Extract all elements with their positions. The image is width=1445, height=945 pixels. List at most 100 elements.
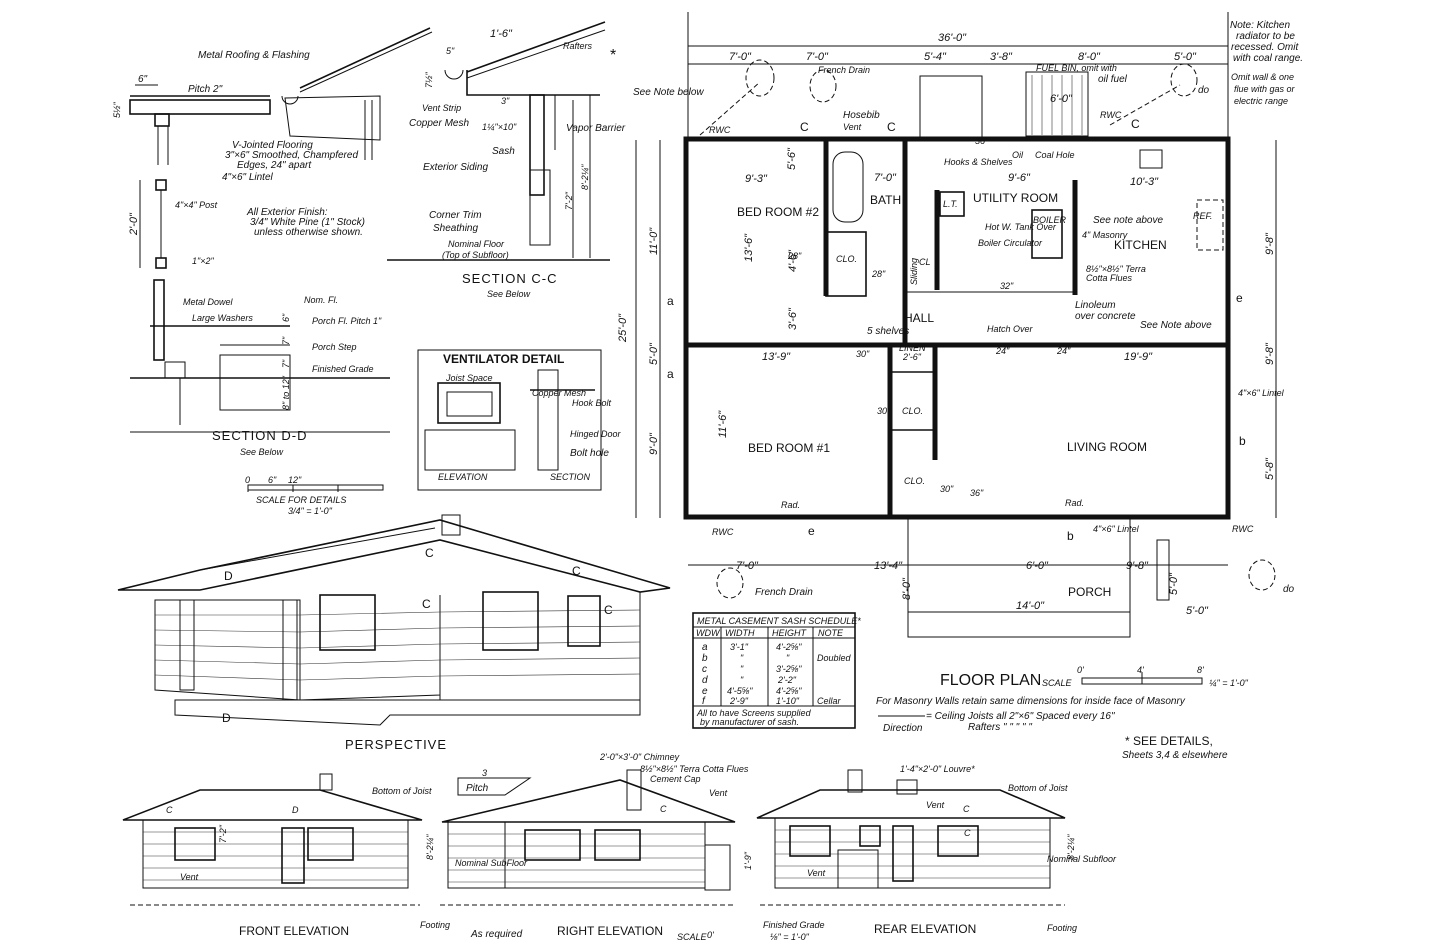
dim-left-2: 5'-0" bbox=[648, 342, 660, 365]
cell: f bbox=[702, 696, 706, 707]
window-mark-a: a bbox=[667, 367, 674, 381]
direction-label: Direction bbox=[883, 723, 923, 734]
dim-left-1: 11'-0" bbox=[648, 227, 660, 255]
window-mark-b: b bbox=[1067, 529, 1074, 543]
footing-label: Footing bbox=[420, 920, 450, 930]
cell: b bbox=[702, 653, 708, 664]
dim-bottom-2: 13'-4" bbox=[874, 560, 903, 572]
dim-kitchen-width: 10'-3" bbox=[1130, 176, 1159, 188]
note-do: do bbox=[1198, 85, 1210, 96]
dim-hall-3-6: 3'-6" bbox=[787, 307, 799, 330]
sash-row-f: f 2'-9" 1'-10" Cellar bbox=[702, 696, 842, 707]
vent-label: Vent bbox=[807, 868, 826, 878]
dim-right-2: 9'-8" bbox=[1264, 342, 1276, 365]
detail-scale-tick-6: 6" bbox=[268, 475, 277, 485]
door-width: 28" bbox=[871, 269, 886, 279]
floor-plan: 36'-0" 7'-0" 7'-0" 5'-4" 3'-8" 8'-0" 5'-… bbox=[617, 12, 1303, 638]
asterisk-mark: * bbox=[610, 47, 616, 64]
sash-row-e: e 4'-5⅝" 4'-2⅝" bbox=[702, 686, 802, 697]
dim-bottom-4: 9'-8" bbox=[1126, 560, 1149, 572]
note-lintel: 4"×6" Lintel bbox=[1093, 524, 1140, 534]
label-lintel: 4"×6" Lintel bbox=[222, 172, 274, 183]
section-cc: 1'-6" 5" Rafters * 7½" Vent Strip Copper… bbox=[387, 21, 626, 299]
dim-top-2: 7'-0" bbox=[806, 51, 829, 63]
finished-grade-label: Finished Grade bbox=[763, 920, 825, 930]
label-porch-pitch: Porch Fl. Pitch 1" bbox=[312, 316, 382, 326]
door-width: 24" bbox=[995, 346, 1010, 356]
dim-living-width: 19'-9" bbox=[1124, 351, 1153, 363]
door-width: 36" bbox=[975, 136, 989, 146]
window-mark-c: C bbox=[1131, 117, 1140, 131]
louvre-note: 1'-4"×2'-0" Louvre* bbox=[900, 764, 975, 774]
closet-3: CLO. bbox=[904, 476, 925, 486]
range-note-1: Omit wall & one bbox=[1231, 72, 1294, 82]
sash-footer-1: All to have Screens supplied bbox=[696, 708, 812, 718]
elev-height: 1'-9" bbox=[743, 851, 753, 870]
cement-cap-note: Cement Cap bbox=[650, 774, 701, 784]
cell: 1'-10" bbox=[776, 696, 800, 706]
label-five-half: 5½" bbox=[112, 101, 122, 118]
label-two-ft: 2'-0" bbox=[128, 212, 140, 236]
cell: 2'-2" bbox=[777, 675, 797, 685]
perspective-mark-c2: C bbox=[572, 564, 581, 578]
door-width: 28" bbox=[787, 251, 802, 261]
label-six-inch: 6" bbox=[138, 74, 148, 85]
vent-label: Vent bbox=[926, 800, 945, 810]
exterior-finish-note-3: unless otherwise shown. bbox=[254, 227, 363, 238]
room-bath: BATH bbox=[870, 193, 901, 207]
dim-overall-depth: 25'-0" bbox=[617, 313, 629, 343]
door-width: 32" bbox=[1000, 281, 1014, 291]
label-seven-2: 7" bbox=[281, 359, 291, 368]
label-pitch: Pitch 2" bbox=[188, 84, 223, 95]
dim-utility-width: 9'-6" bbox=[1008, 172, 1031, 184]
as-required-label: As required bbox=[470, 929, 523, 940]
radiator-label: Rad. bbox=[781, 500, 800, 510]
sash-row-a: a 3'-1" 4'-2⅝" bbox=[702, 642, 802, 653]
nominal-subfloor-2: Nominal Subfloor bbox=[1047, 854, 1117, 864]
range-note-3: electric range bbox=[1234, 96, 1288, 106]
note-flues: 8½"×8½" Terra bbox=[1086, 264, 1146, 274]
dim-top-1: 7'-0" bbox=[729, 51, 752, 63]
note-see-below: See Note below bbox=[633, 87, 704, 98]
dim-porch-depth: 8'-0" bbox=[901, 577, 913, 600]
rafters-note: Rafters " " " " " bbox=[968, 722, 1032, 733]
perspective-mark-d2: D bbox=[222, 711, 231, 725]
label-sash: Sash bbox=[492, 146, 515, 157]
floor-plan-title: FLOOR PLAN bbox=[940, 672, 1041, 689]
note-oil: Oil bbox=[1012, 150, 1024, 160]
note-hooks-shelves: Hooks & Shelves bbox=[944, 157, 1013, 167]
cell: 4'-2⅝" bbox=[776, 686, 802, 696]
section-dd-subtitle: See Below bbox=[240, 447, 284, 457]
label-top-subfloor: (Top of Subfloor) bbox=[442, 250, 509, 260]
ceiling-joists-note: = Ceiling Joists all 2"×6" Spaced every … bbox=[926, 711, 1115, 722]
section-dd: Metal Dowel Large Washers Nom. Fl. Porch… bbox=[130, 279, 390, 457]
label-one-six: 1'-6" bbox=[490, 28, 513, 40]
elev-scale-label: SCALE bbox=[677, 932, 708, 942]
note-see-note-above: See note above bbox=[1093, 215, 1163, 226]
ventilator-title: VENTILATOR DETAIL bbox=[443, 352, 564, 366]
cell: " bbox=[740, 653, 744, 663]
label-height-1: 7'-2" bbox=[564, 191, 574, 210]
dim-top-4: 3'-8" bbox=[990, 51, 1013, 63]
bottom-of-joist-2: Bottom of Joist bbox=[1008, 783, 1068, 793]
label-vapor-barrier: Vapor Barrier bbox=[566, 123, 626, 134]
elev-mark: C bbox=[166, 805, 173, 815]
closet-1: CLO. bbox=[836, 254, 857, 264]
perspective-mark-c1: C bbox=[425, 546, 434, 560]
label-hinged-door: Hinged Door bbox=[570, 429, 622, 439]
section-cc-title: SECTION C-C bbox=[462, 271, 558, 286]
section-cc-subtitle: See Below bbox=[487, 289, 531, 299]
room-bedroom-1: BED ROOM #1 bbox=[748, 441, 830, 455]
sash-header: HEIGHT bbox=[772, 628, 808, 638]
front-elevation-title: FRONT ELEVATION bbox=[239, 924, 349, 938]
pitch-label: Pitch bbox=[466, 783, 489, 794]
vent-label: Vent bbox=[180, 872, 199, 882]
sash-header: WIDTH bbox=[725, 628, 755, 638]
note-sliding: Sliding bbox=[909, 258, 919, 285]
kitchen-note-1: Note: Kitchen bbox=[1230, 20, 1290, 31]
elev-scale-ratio: ⅛" = 1'-0" bbox=[770, 932, 810, 942]
rwc-label: RWC bbox=[709, 125, 731, 135]
dim-porch-side: 5'-0" bbox=[1186, 605, 1209, 617]
front-elevation: C D 7'-2" Vent FRONT ELEVATION bbox=[122, 773, 423, 938]
window-mark-b: b bbox=[1239, 434, 1246, 448]
